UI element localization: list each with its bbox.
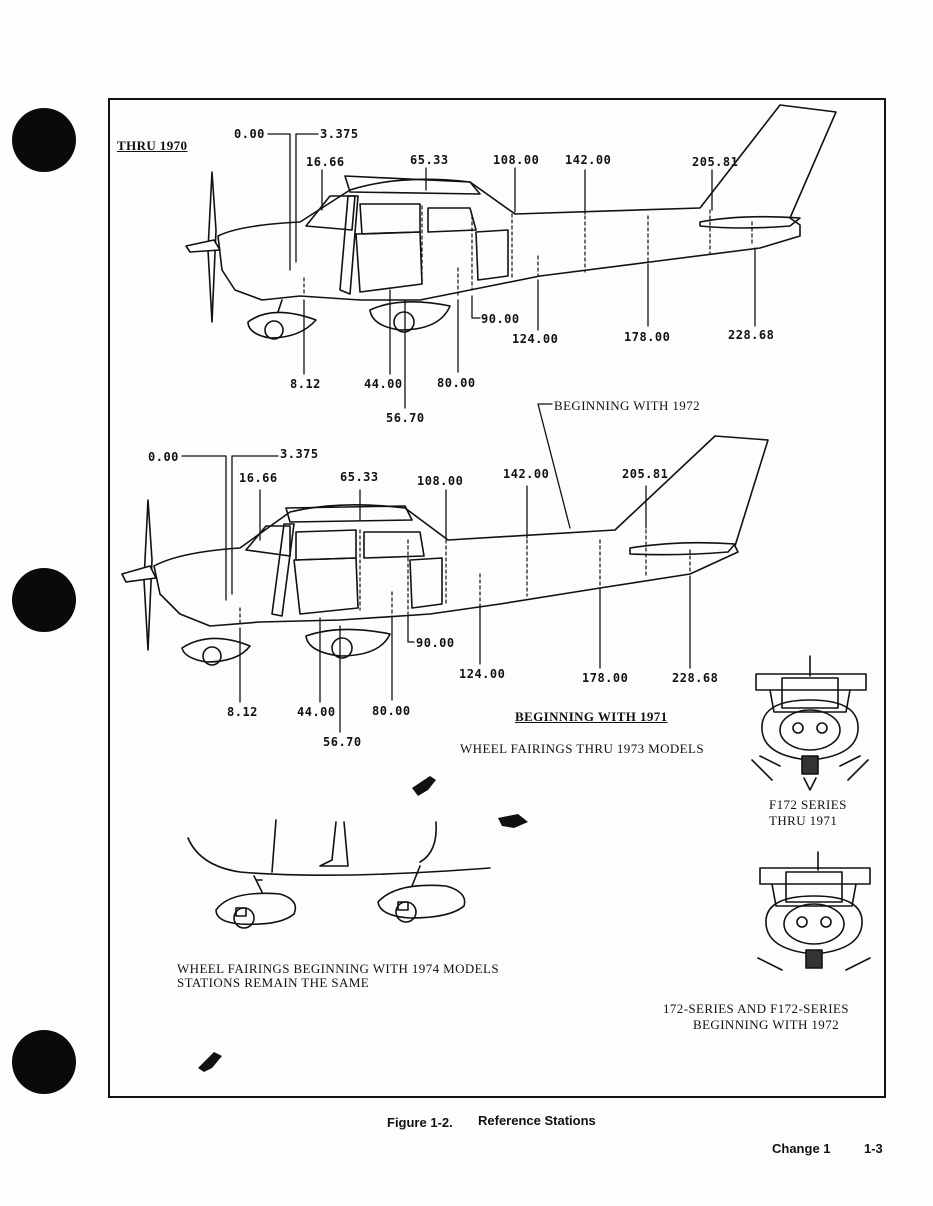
diagram1-heading: THRU 1970 bbox=[117, 138, 188, 153]
stabilizer-1 bbox=[699, 215, 801, 229]
front-view-1-caption-2: THRU 1971 bbox=[769, 813, 838, 828]
station-label: 16.66 bbox=[239, 471, 278, 485]
door-1 bbox=[355, 231, 423, 293]
punch-hole-bottom bbox=[12, 1030, 76, 1094]
baggage-door-1 bbox=[475, 229, 509, 281]
figure-frame bbox=[108, 98, 886, 1098]
punch-hole-middle bbox=[12, 568, 76, 632]
station-label: 142.00 bbox=[565, 153, 612, 167]
door-2 bbox=[293, 557, 359, 615]
station-label: 44.00 bbox=[297, 705, 336, 719]
station-label: 16.66 bbox=[306, 155, 345, 169]
station-label: 65.33 bbox=[410, 153, 449, 167]
punch-hole-top bbox=[12, 108, 76, 172]
station-label: 56.70 bbox=[323, 735, 362, 749]
fuselage-belly bbox=[187, 837, 491, 876]
station-label: 142.00 bbox=[503, 467, 550, 481]
station-label: 80.00 bbox=[372, 704, 411, 718]
aircraft-side-view-1971 bbox=[121, 403, 769, 733]
front-view-172-beginning-1972 bbox=[757, 851, 871, 971]
station-label: 228.68 bbox=[672, 671, 719, 685]
rear-window-1 bbox=[427, 207, 477, 233]
station-label: 3.375 bbox=[280, 447, 319, 461]
fairing-left bbox=[215, 892, 297, 926]
side-window-1 bbox=[359, 203, 421, 235]
diagram2-heading: BEGINNING WITH 1971 bbox=[515, 709, 668, 724]
main-wheel-2 bbox=[305, 628, 391, 657]
station-label: 90.00 bbox=[416, 636, 455, 650]
nose-wheel-tire-2 bbox=[202, 646, 222, 666]
station-label: 0.00 bbox=[234, 127, 265, 141]
nose-wheel-tire-1 bbox=[264, 320, 284, 340]
station-lines-2 bbox=[239, 529, 691, 627]
station-label: 108.00 bbox=[493, 153, 540, 167]
station-label: 44.00 bbox=[364, 377, 403, 391]
front-view-1-caption-1: F172 SERIES bbox=[769, 797, 847, 812]
wing-1 bbox=[344, 175, 481, 195]
station-lines-1 bbox=[303, 205, 753, 297]
note-fairings-1974: WHEEL FAIRINGS BEGINNING WITH 1974 MODEL… bbox=[177, 961, 499, 976]
note-fairings-thru-1973: WHEEL FAIRINGS THRU 1973 MODELS bbox=[460, 741, 704, 756]
main-wheel-tire-2 bbox=[331, 637, 353, 659]
wing-strut-2 bbox=[271, 523, 295, 617]
main-wheel-tire-1 bbox=[393, 311, 415, 333]
windshield-2 bbox=[245, 525, 291, 557]
station-label: 108.00 bbox=[417, 474, 464, 488]
station-label: 65.33 bbox=[340, 470, 379, 484]
change-note: Change 1 bbox=[772, 1141, 831, 1156]
propeller-2 bbox=[143, 499, 153, 651]
front-view-f172-thru-1971 bbox=[751, 655, 869, 791]
figure-title: Reference Stations bbox=[478, 1113, 596, 1128]
propeller-1 bbox=[207, 171, 217, 323]
wing-strut-1 bbox=[339, 195, 359, 295]
station-label: 56.70 bbox=[386, 411, 425, 425]
station-label: 3.375 bbox=[320, 127, 359, 141]
baggage-door-2 bbox=[409, 557, 443, 609]
station-label: 205.81 bbox=[692, 155, 739, 169]
nose-wheel-2 bbox=[181, 637, 251, 663]
pointing-hand-marks bbox=[198, 776, 528, 1072]
page-number: 1-3 bbox=[864, 1141, 883, 1156]
rear-window-2 bbox=[363, 531, 425, 559]
main-wheel-1 bbox=[369, 301, 451, 331]
station-label: 8.12 bbox=[290, 377, 321, 391]
front-view-2-caption-1: 172-SERIES AND F172-SERIES bbox=[663, 1001, 849, 1016]
stabilizer-2 bbox=[629, 541, 736, 556]
station-label: 205.81 bbox=[622, 467, 669, 481]
side-window-2 bbox=[295, 529, 357, 561]
station-label: 178.00 bbox=[624, 330, 671, 344]
wing-2 bbox=[285, 505, 413, 523]
figure-number: Figure 1-2. bbox=[387, 1115, 453, 1130]
station-label: 124.00 bbox=[512, 332, 559, 346]
wheel-fairings-1974-detail bbox=[187, 819, 491, 929]
station-label: 90.00 bbox=[481, 312, 520, 326]
station-label: 0.00 bbox=[148, 450, 179, 464]
front-view-2-caption-2: BEGINNING WITH 1972 bbox=[693, 1017, 840, 1032]
leader-lines-1 bbox=[267, 133, 756, 409]
fairing-right bbox=[377, 884, 466, 919]
station-label: 228.68 bbox=[728, 328, 775, 342]
station-label: 178.00 bbox=[582, 671, 629, 685]
station-label: 80.00 bbox=[437, 376, 476, 390]
fuselage-2 bbox=[153, 435, 769, 627]
station-label: 8.12 bbox=[227, 705, 258, 719]
leader-lines-2 bbox=[181, 403, 691, 733]
aircraft-side-view-1970 bbox=[185, 104, 837, 409]
spinner-1 bbox=[185, 239, 221, 253]
callout-beginning-1972: BEGINNING WITH 1972 bbox=[554, 398, 701, 413]
nose-wheel-1 bbox=[247, 299, 317, 339]
note-stations-same: STATIONS REMAIN THE SAME bbox=[177, 975, 370, 990]
station-label: 124.00 bbox=[459, 667, 506, 681]
